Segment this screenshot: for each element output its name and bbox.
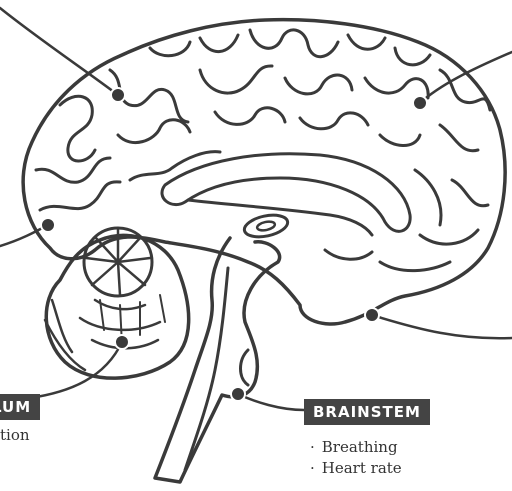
dot-cerebellum: [115, 335, 129, 349]
dot-temporal: [41, 218, 55, 232]
callout-pons: [372, 315, 512, 338]
bullet-dot: ·: [310, 438, 315, 456]
brainstem-bullet-1: · Breathing: [310, 438, 398, 456]
callout-parietal: [420, 52, 512, 103]
cerebellum: [45, 228, 189, 378]
cerebrum-folds: [36, 30, 490, 271]
cerebellum-bullet-text: tion: [0, 426, 30, 444]
cerebellum-label-text: LUM: [0, 398, 31, 416]
brainstem-bullet-2: · Heart rate: [310, 459, 402, 477]
brainstem-label: BRAINSTEM: [304, 399, 430, 425]
brainstem-bullet-1-text: Breathing: [322, 438, 398, 456]
dot-brainstem: [231, 387, 245, 401]
brainstem-bullet-2-text: Heart rate: [322, 459, 402, 477]
brainstem-label-text: BRAINSTEM: [313, 403, 421, 421]
callout-dots: [41, 88, 427, 401]
thalamus: [242, 212, 289, 241]
callout-brainstem: [238, 394, 304, 410]
cerebrum-outline: [23, 20, 505, 324]
callout-frontal: [0, 8, 118, 95]
dot-pons: [365, 308, 379, 322]
dot-frontal: [111, 88, 125, 102]
cerebellum-label: LUM: [0, 394, 40, 420]
cerebellum-bullet: tion: [0, 426, 30, 444]
bullet-dot: ·: [310, 459, 315, 477]
dot-parietal: [413, 96, 427, 110]
